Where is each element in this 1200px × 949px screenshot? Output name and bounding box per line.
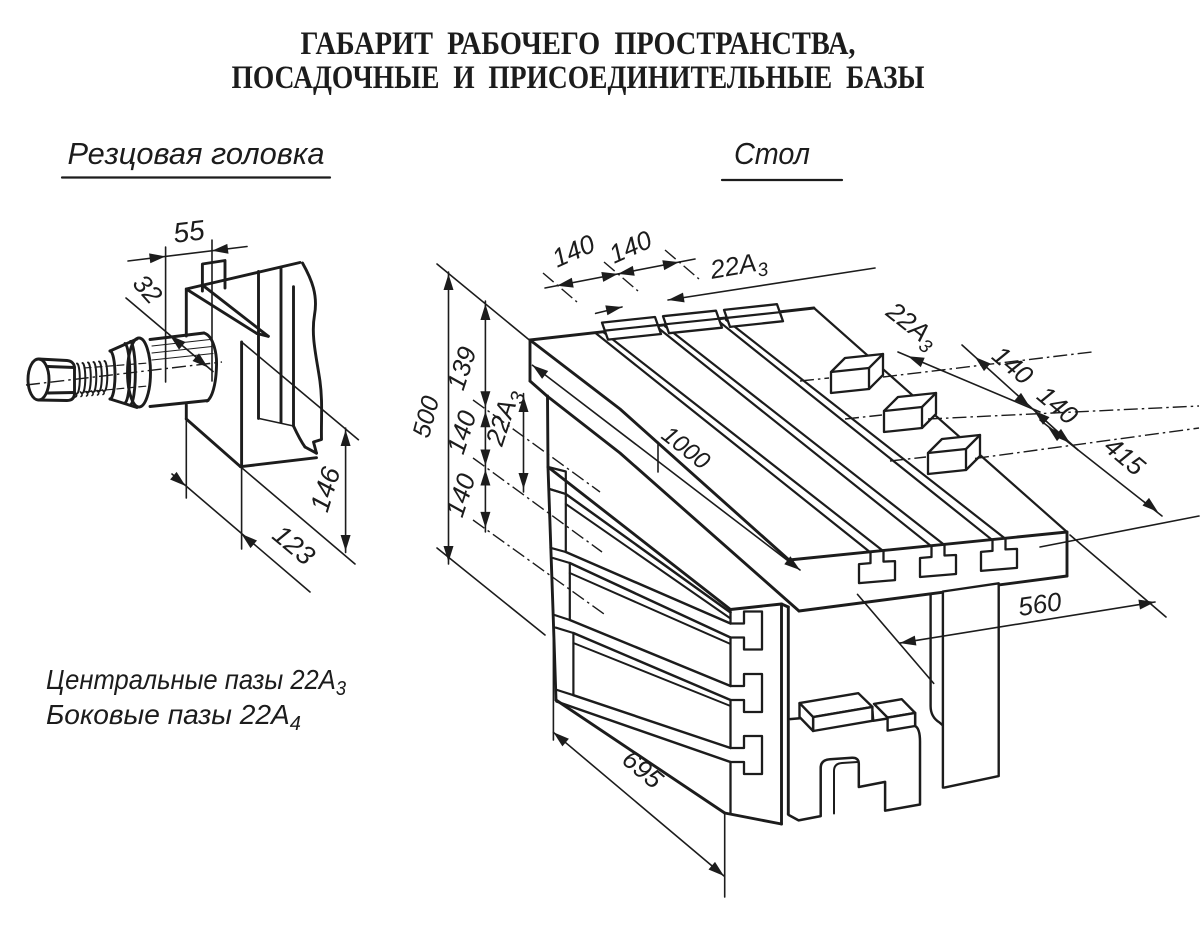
svg-text:Стол: Стол: [734, 136, 810, 171]
svg-text:560: 560: [1016, 586, 1064, 622]
svg-text:Центральные пазы 22А3: Центральные пазы 22А3: [46, 664, 346, 700]
svg-text:ГАБАРИТ РАБОЧЕГО ПРОСТРАНСТВ: ГАБАРИТ РАБОЧЕГО ПРОСТРАНСТВА,: [301, 26, 856, 62]
svg-text:Резцовая головка: Резцовая головка: [68, 136, 325, 171]
svg-text:ПОСАДОЧНЫЕ И ПРИСОЕДИНИТЕЛЬН: ПОСАДОЧНЫЕ И ПРИСОЕДИНИТЕЛЬНЫЕ БАЗЫ: [232, 60, 925, 96]
svg-text:55: 55: [171, 214, 206, 249]
svg-text:Боковые пазы 22А4: Боковые пазы 22А4: [46, 699, 301, 735]
